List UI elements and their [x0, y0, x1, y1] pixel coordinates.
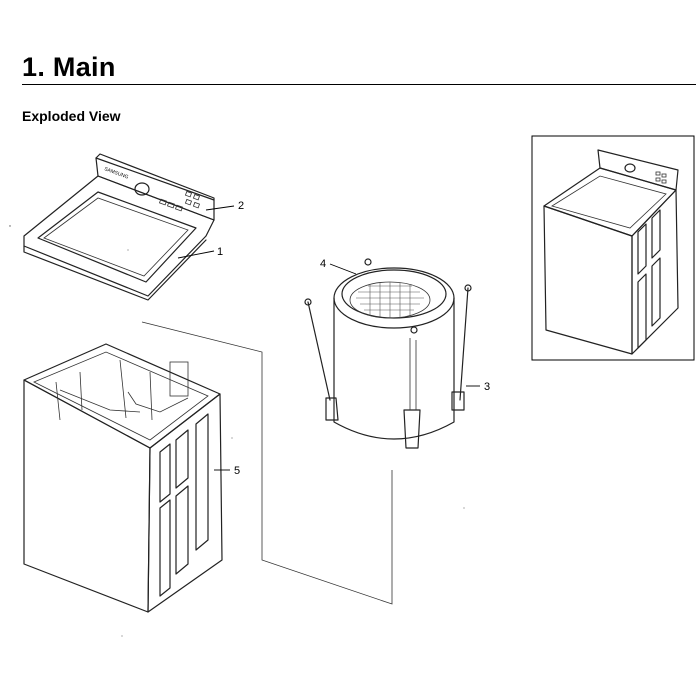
cabinet	[23, 343, 223, 613]
callout-5: 5	[234, 465, 240, 477]
section-title: 1. Main	[22, 52, 116, 82]
subsection-title: Exploded View	[22, 108, 121, 124]
callout-4: 4	[320, 258, 326, 270]
callout-1: 1	[217, 246, 223, 258]
assembled-washer-inset	[531, 135, 695, 361]
top-cover-assembly: SAMSUNG	[23, 153, 215, 301]
title-underline	[22, 84, 696, 85]
callout-3: 3	[484, 381, 490, 393]
tub-assembly	[304, 258, 472, 449]
callout-2: 2	[238, 200, 244, 212]
